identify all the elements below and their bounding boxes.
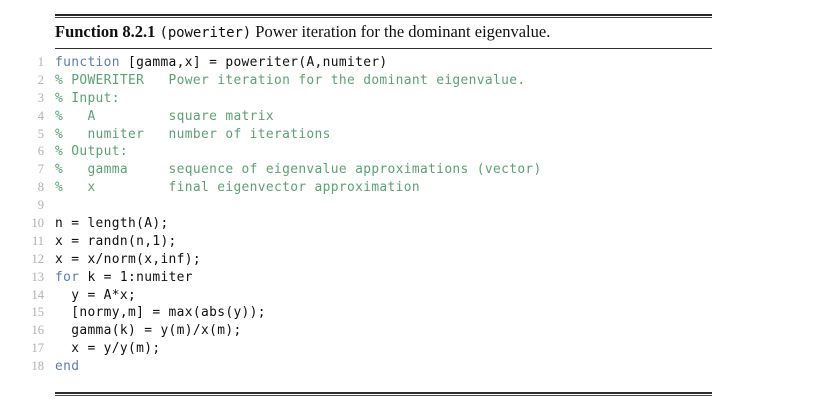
code-token-plain: x = randn(n,1); — [55, 233, 177, 249]
code-line-number: 12 — [31, 251, 45, 266]
code-token-cmt: % gamma sequence of eigenvalue approxima… — [55, 162, 542, 178]
caption-description: Power iteration for the dominant eigenva… — [255, 22, 551, 42]
code-line-source: % Input: — [55, 90, 120, 108]
code-line: 14 y = A*x; — [22, 287, 822, 305]
code-line-source: x = randn(n,1); — [55, 233, 177, 251]
code-token-kw: function — [55, 55, 120, 70]
code-token-kw: for — [55, 269, 80, 285]
code-line-number: 9 — [37, 198, 44, 213]
code-line-source: n = length(A); — [55, 215, 169, 233]
code-line: 1 function [gamma,x] = poweriter(A,numite… — [22, 54, 822, 72]
code-line: 12 x = x/norm(x,inf); — [22, 251, 822, 269]
caption-top-rule — [55, 14, 712, 19]
figure-bottom-rule — [55, 392, 712, 396]
code-line: 3 % Input: — [22, 90, 822, 108]
code-line-source: gamma(k) = y(m)/x(m); — [55, 322, 242, 340]
code-block: 1 function [gamma,x] = poweriter(A,numite… — [22, 54, 822, 376]
code-line: 10 n = length(A); — [22, 215, 822, 233]
code-line: 2 % POWERITER Power iteration for the dom… — [22, 72, 822, 90]
code-line-number: 2 — [37, 72, 44, 87]
code-line: 4 % A square matrix — [22, 108, 822, 126]
code-line: 8 % x final eigenvector approximation — [22, 179, 822, 197]
code-token-cmt: % x final eigenvector approximation — [55, 180, 420, 196]
code-line: 16 gamma(k) = y(m)/x(m); — [22, 322, 822, 340]
code-line-source: % A square matrix — [55, 108, 274, 126]
code-token-plain: [gamma,x] = poweriter(A,numiter) — [119, 55, 388, 70]
caption-function-name: (poweriter) — [159, 25, 252, 42]
code-line: 7 % gamma sequence of eigenvalue approxim… — [22, 161, 822, 179]
code-line-source: % numiter number of iterations — [55, 126, 331, 144]
code-line: 11 x = randn(n,1); — [22, 233, 822, 251]
code-line-number: 7 — [37, 162, 44, 177]
code-token-plain: y = A*x; — [55, 287, 137, 303]
code-line-source: % Output: — [55, 143, 128, 161]
code-line-source: x = x/norm(x,inf); — [55, 251, 201, 269]
code-token-plain: k = 1:numiter — [79, 269, 193, 285]
code-line-number: 15 — [31, 305, 45, 320]
code-line-source: end — [55, 358, 79, 376]
code-token-plain: x = x/norm(x,inf); — [55, 251, 201, 267]
code-line-number: 14 — [31, 287, 45, 302]
code-line: 18 end — [22, 358, 822, 376]
code-line-source: % POWERITER Power iteration for the domi… — [55, 72, 525, 90]
code-token-cmt: % A square matrix — [55, 108, 274, 124]
code-line-number: 17 — [31, 341, 45, 356]
code-line-source: x = y/y(m); — [55, 340, 160, 358]
code-token-plain: x = y/y(m); — [55, 341, 161, 357]
code-line-number: 3 — [37, 90, 44, 105]
code-token-plain: n = length(A); — [55, 216, 169, 232]
code-line-number: 8 — [37, 180, 44, 195]
code-line-number: 10 — [31, 216, 45, 231]
code-token-cmt: % Output: — [55, 144, 128, 160]
code-line-source: % x final eigenvector approximation — [55, 179, 420, 197]
code-token-cmt: % numiter number of iterations — [55, 126, 331, 142]
code-line-source: function [gamma,x] = poweriter(A,numiter… — [55, 54, 388, 72]
code-token-plain: gamma(k) = y(m)/x(m); — [55, 323, 242, 339]
code-line-number: 18 — [31, 359, 45, 374]
code-token-cmt: % Input: — [55, 90, 120, 106]
code-line: 6 % Output: — [22, 143, 822, 161]
code-line-number: 1 — [37, 55, 44, 69]
code-line-source: y = A*x; — [55, 287, 136, 305]
code-line: 9 — [22, 197, 822, 215]
figure-caption-block: Function 8.2.1 (poweriter) Power iterati… — [55, 14, 712, 50]
code-token-kw: end — [55, 359, 80, 375]
code-line-source: for k = 1:numiter — [55, 269, 193, 287]
code-line-number: 6 — [37, 144, 44, 159]
code-line: 5 % numiter number of iterations — [22, 126, 822, 144]
code-line-number: 13 — [31, 269, 45, 284]
code-token-plain: [normy,m] = max(abs(y)); — [55, 305, 266, 321]
code-line: 15 [normy,m] = max(abs(y)); — [22, 304, 822, 322]
code-line-number: 16 — [31, 323, 45, 338]
code-line: 17 x = y/y(m); — [22, 340, 822, 358]
code-token-cmt: % POWERITER Power iteration for the domi… — [55, 72, 526, 88]
code-line-source: % gamma sequence of eigenvalue approxima… — [55, 161, 542, 179]
caption-bottom-rule — [55, 48, 712, 50]
code-line-source: [normy,m] = max(abs(y)); — [55, 304, 266, 322]
code-line-number: 11 — [31, 233, 44, 248]
code-line-number: 4 — [37, 108, 44, 123]
code-line-number: 5 — [37, 126, 44, 141]
caption-label: Function 8.2.1 — [55, 22, 156, 42]
code-line: 13 for k = 1:numiter — [22, 269, 822, 287]
figure-caption: Function 8.2.1 (poweriter) Power iterati… — [55, 20, 712, 46]
